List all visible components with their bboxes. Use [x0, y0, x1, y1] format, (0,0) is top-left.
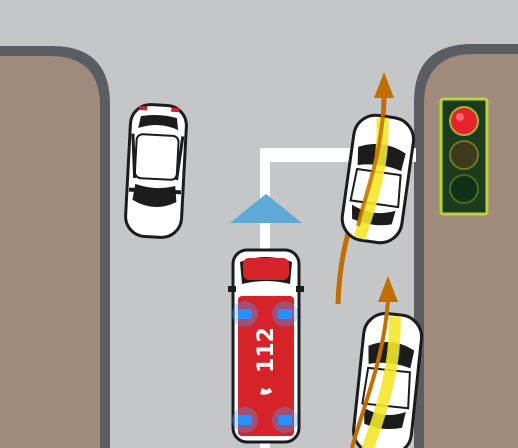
- traffic-light-red: [450, 107, 478, 135]
- ambulance-number: 112: [254, 327, 279, 373]
- traffic-light-icon: [441, 99, 487, 214]
- ambulance: 112: [228, 250, 304, 442]
- traffic-light-green: [450, 175, 478, 203]
- left-sidewalk: [0, 56, 100, 448]
- car-left-parked: [125, 104, 188, 239]
- traffic-light-yellow: [450, 141, 478, 169]
